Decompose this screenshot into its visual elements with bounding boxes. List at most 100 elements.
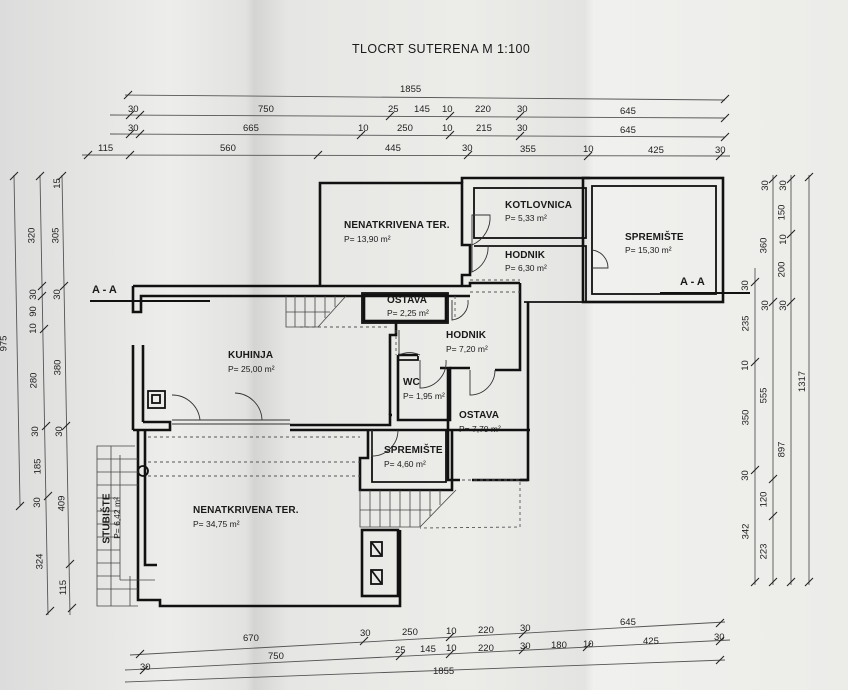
dim-bottom2: 25 [395,645,406,656]
dim-right1: 10 [739,360,751,371]
dim-bottom2: 425 [643,636,659,647]
dim-left3: 305 [50,227,62,244]
room-name-kotlovnica: KOTLOVNICA [505,200,573,211]
dim-top2: 645 [620,106,636,117]
dim-bottom2: 10 [446,643,457,654]
room-area-spremiste-right: P= 15,30 m² [625,245,672,255]
dim-left2: 30 [29,426,41,437]
bottom-dimension-lines [124,618,731,683]
room-name-spremiste-right: SPREMIŠTE [625,232,684,243]
dim-top2: 145 [414,104,430,115]
dim-top4: 425 [648,145,664,156]
dim-top3: 215 [476,123,492,134]
room-area-spremiste-small: P= 4,60 m² [384,459,426,469]
dim-bottom-total: 1855 [433,666,455,677]
dim-top3: 10 [442,123,453,134]
dim-top3: 250 [397,123,413,134]
room-name-hodnik-mid: HODNIK [446,330,487,341]
dim-top2: 30 [128,104,139,115]
dim-right3: 150 [776,204,788,221]
left-dimension-lines [9,171,77,616]
dim-right2: 120 [758,491,770,508]
dim-bottom1: 670 [243,633,259,644]
dim-bottom1: 10 [446,626,457,637]
dim-bottom2: 145 [420,644,436,655]
room-name-nenatkrivena-ter-top: NENATKRIVENA TER. [344,220,450,231]
dim-top4: 560 [220,143,236,154]
dim-top2: 10 [442,104,453,115]
section-marker-right: A - A [680,276,705,288]
room-name-ostava-small: OSTAVA [387,295,428,306]
dim-bottom2: 750 [268,651,284,662]
dim-right1: 30 [739,280,751,291]
dim-right2: 360 [758,237,770,254]
dim-top2: 30 [517,104,528,115]
room-area-hodnik-top: P= 6,30 m² [505,263,547,273]
dim-right3: 30 [777,180,789,191]
room-name-wc: WC [403,377,420,388]
dim-left2: 90 [27,306,39,317]
room-area-stubiste: P= 6,42 m² [111,497,122,539]
room-area-ostava-small: P= 2,25 m² [387,308,429,318]
dim-left2: 10 [27,323,39,334]
dim-top3: 30 [128,123,139,134]
room-area-hodnik-mid: P= 7,20 m² [446,344,488,354]
dim-left-total: 975 [0,335,10,352]
dim-right3: 30 [777,300,789,311]
dim-top-total: 1855 [400,84,422,95]
section-marker-left: A - A [92,284,117,296]
dim-right2: 30 [759,180,771,191]
dim-top4: 30 [715,145,726,156]
dim-top4: 10 [583,144,594,155]
room-name-kuhinja: KUHINJA [228,350,274,361]
dim-bottom2: 10 [583,639,594,650]
dim-left2: 280 [28,372,40,389]
dim-left3: 30 [51,289,63,300]
dim-bottom2: 220 [478,643,494,654]
top-dimension-lines [81,90,731,161]
dim-left2: 320 [26,227,38,244]
dim-bottom2: 180 [551,640,567,651]
room-area-kuhinja: P= 25,00 m² [228,364,275,374]
dim-right2: 223 [758,543,770,560]
dim-right2: 30 [759,300,771,311]
dim-left3: 115 [58,579,70,596]
overhead-dashed-lines [148,279,521,529]
dim-top3: 10 [358,123,369,134]
dim-top4: 30 [462,143,473,154]
room-area-ostava-large: P= 7,70 m² [459,424,501,434]
dim-bottom2: 30 [520,641,531,652]
drawing-title: TLOCRT SUTERENA M 1:100 [352,42,531,56]
dim-left2: 30 [31,497,43,508]
dim-left3: 30 [53,426,65,437]
dim-left2: 324 [34,553,46,570]
dim-right1: 342 [740,523,752,540]
dim-left2: 30 [27,289,39,300]
dim-right3: 10 [777,234,789,245]
dim-top2: 750 [258,104,274,115]
room-name-ostava-large: OSTAVA [459,410,500,421]
dim-top4: 115 [98,143,114,154]
dim-right3: 200 [776,261,788,278]
room-name-spremiste-small: SPREMIŠTE [384,445,443,456]
dim-left3: 380 [52,359,64,376]
stairs [96,295,457,607]
right-dimension-lines [750,172,814,587]
dim-bottom2: 30 [140,662,151,673]
dim-right1: 30 [739,470,751,481]
dim-left2: 185 [32,458,44,475]
room-name-nenatkrivena-ter-bottom: NENATKRIVENA TER. [193,505,299,516]
dim-top4: 445 [385,143,401,154]
dim-top3: 645 [620,125,636,136]
dim-right1: 235 [740,315,752,332]
dim-bottom1: 220 [478,625,494,636]
dim-left3: 409 [56,495,68,512]
dim-right3: 897 [776,441,788,458]
stair-treads-left [97,458,138,606]
dim-bottom2: 30 [714,632,725,643]
dim-left3: 15 [51,178,63,189]
room-area-nenatkrivena-ter-top: P= 13,90 m² [344,234,391,244]
door-swings [171,214,609,457]
room-area-nenatkrivena-ter-bottom: P= 34,75 m² [193,519,240,529]
